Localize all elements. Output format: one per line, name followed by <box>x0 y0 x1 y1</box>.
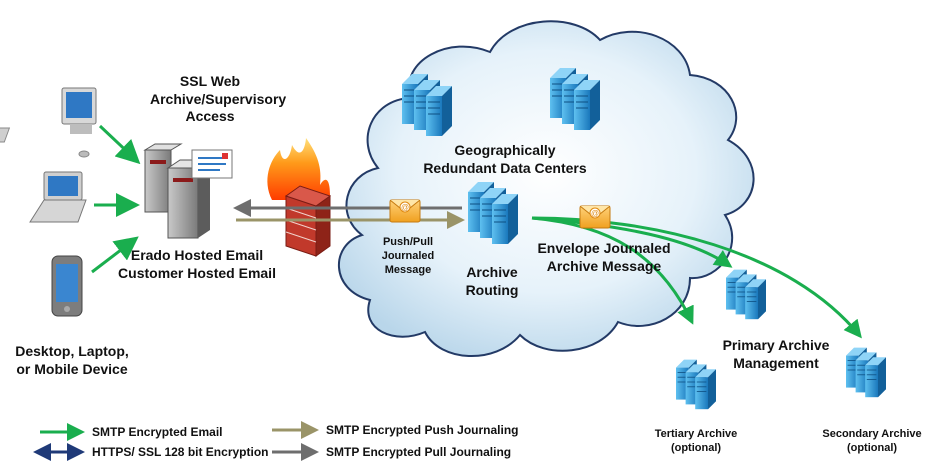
laptop-icon <box>29 171 87 223</box>
primary-archive-label: Primary Archive Management <box>722 337 830 371</box>
push-pull-label: Push/Pull Journaled Message <box>381 236 435 276</box>
email-server-icon <box>143 143 212 239</box>
mail-letter-icon <box>191 149 233 179</box>
secondary-archive-label: Secondary Archive (optional) <box>822 428 922 454</box>
data-centers-label: Geographically Redundant Data Centers <box>423 142 587 176</box>
mobile-device-icon <box>51 255 83 317</box>
firewall-icon <box>267 138 332 257</box>
legend-pull-text: SMTP Encrypted Pull Journaling <box>326 445 512 459</box>
devices-label: Desktop, Laptop, or Mobile Device <box>15 343 129 377</box>
envelope-journaled-icon <box>579 205 611 229</box>
legend-smtp-email-text: SMTP Encrypted Email <box>92 425 223 439</box>
primary-archive-server-icon <box>725 269 767 320</box>
secondary-archive-server-icon <box>845 347 887 398</box>
ssl-web-label: SSL Web Archive/Supervisory Access <box>150 73 287 124</box>
desktop-computer-icon <box>0 87 97 158</box>
legend-push-text: SMTP Encrypted Push Journaling <box>326 423 519 437</box>
hosted-email-label: Erado Hosted Email Customer Hosted Email <box>118 247 276 281</box>
archive-routing-label: Archive Routing <box>465 264 519 298</box>
tertiary-archive-label: Tertiary Archive (optional) <box>654 428 738 454</box>
cloud <box>337 20 755 357</box>
device-to-server-arrows <box>91 124 141 274</box>
push-pull-envelope-icon <box>389 199 421 223</box>
tertiary-archive-server-icon <box>675 359 717 410</box>
envelope-journaled-label: Envelope Journaled Archive Message <box>537 240 671 274</box>
legend-https-text: HTTPS/ SSL 128 bit Encryption <box>92 445 269 459</box>
